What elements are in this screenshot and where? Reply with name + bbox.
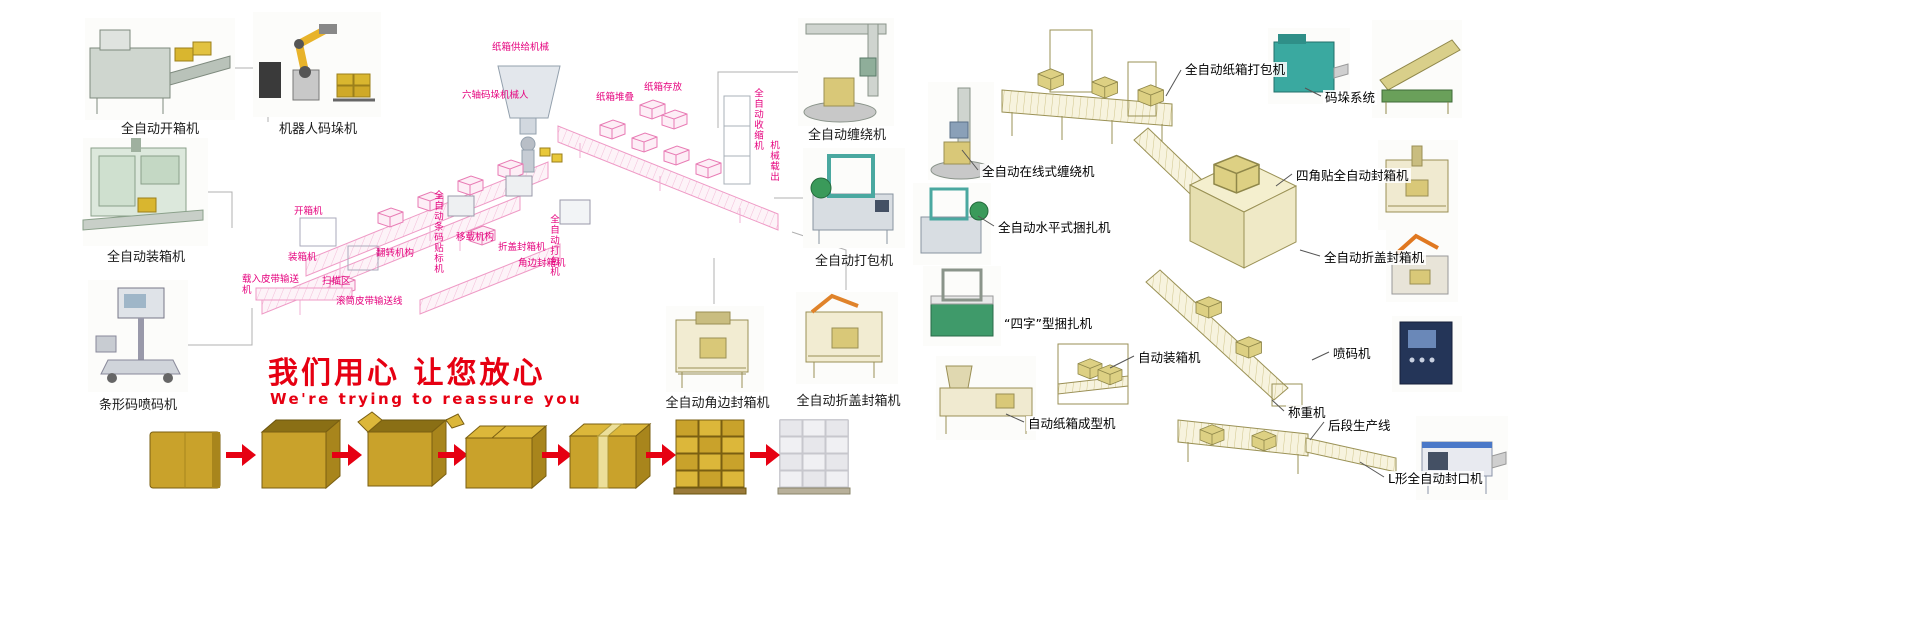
- label-inkjet-coder: 喷码机: [1331, 346, 1373, 361]
- step-flat-blank: [149, 431, 221, 489]
- four-corner-sealer-photo: [1378, 140, 1458, 230]
- auto-case-packer-lineart: [1057, 343, 1129, 405]
- label-robot-palletizer: 机器人码垛机: [278, 122, 357, 137]
- label-four-corner-sealer: 四角贴全自动封箱机: [1294, 168, 1411, 183]
- label-l-sealer: L形全自动封口机: [1386, 471, 1485, 486]
- slogan-chinese: 我们用心 让您放心: [268, 356, 546, 391]
- label-inkjet-printer: 条形码喷码机: [98, 398, 177, 413]
- label-corner-sealer: 全自动角边封箱机: [665, 396, 770, 411]
- label-case-packer: 全自动装箱机: [106, 250, 185, 265]
- corner-sealer-photo: [666, 306, 764, 392]
- label-flap-fold-sealer: 全自动折盖封箱机: [1322, 250, 1427, 265]
- label-online-wrapper: 全自动在线式缠绕机: [980, 164, 1097, 179]
- case-packer-photo: [82, 138, 208, 246]
- dlabel-case-packer: 装箱机: [288, 252, 317, 263]
- label-stretch-wrapper: 全自动缠绕机: [807, 128, 886, 143]
- dlabel-scan-area: 扫描区: [322, 276, 351, 287]
- step-sealed-box: [568, 422, 652, 490]
- flap-sealer-photo: [796, 292, 898, 384]
- robot-palletizer-photo: [253, 12, 381, 117]
- dlabel-corner-sealer: 角边封箱机: [518, 258, 566, 269]
- label-case-opener: 全自动开箱机: [120, 122, 199, 137]
- inkjet-coder-photo: [1392, 316, 1462, 392]
- step-flaps-open: [357, 411, 465, 488]
- horizontal-strapper-photo: [913, 183, 991, 265]
- strapping-machine-photo: [803, 148, 905, 248]
- palletizing-system-photo: [1372, 20, 1462, 118]
- dlabel-flap-sealer: 折盖封箱机: [498, 242, 546, 253]
- right-leader-lines: [961, 69, 1385, 478]
- l-sealer-photo: [1416, 416, 1508, 500]
- dlabel-carton-stacking: 纸箱堆叠: [596, 92, 635, 103]
- dlabel-six-axis-robot: 六轴码垛机械人: [462, 90, 529, 101]
- label-strapping-machine: 全自动打包机: [814, 254, 893, 269]
- carton-former-photo: [936, 356, 1036, 440]
- label-carton-bundler: 全自动纸箱打包机: [1183, 62, 1288, 77]
- box-sequence: [149, 411, 851, 495]
- dlabel-shrink-machine: 全自动收缩机: [752, 88, 763, 151]
- label-weigher: 称重机: [1286, 405, 1328, 420]
- case-opener-photo: [85, 18, 235, 120]
- dlabel-auto-strapper: 全自动打包机: [548, 214, 559, 277]
- label-horizontal-strapper: 全自动水平式捆扎机: [996, 220, 1113, 235]
- sichar-strapper-photo: [923, 266, 1001, 346]
- dlabel-barcode-labeler: 全自动条码贴标机: [432, 190, 443, 274]
- label-backend-line: 后段生产线: [1326, 418, 1393, 433]
- center-line-diagram: [255, 65, 779, 315]
- step-wrapped-pallet: [777, 419, 851, 495]
- label-auto-case-packer: 自动装箱机: [1136, 350, 1203, 365]
- dlabel-case-opener: 开箱机: [294, 206, 323, 217]
- dlabel-carton-storage: 纸箱存放: [644, 82, 683, 93]
- dlabel-transfer-unit: 移载机构: [456, 232, 495, 243]
- dlabel-infeed-belt: 载入皮带输送机: [242, 274, 300, 296]
- stretch-wrapper-photo: [798, 18, 894, 126]
- right-line-diagram: [1001, 29, 1397, 474]
- slogan-english: We're trying to reassure you: [270, 390, 583, 408]
- label-palletizing-system: 码垛系统: [1323, 90, 1378, 105]
- dlabel-carton-supply: 纸箱供给机械: [492, 42, 550, 53]
- left-leader-lines: [188, 67, 847, 346]
- step-pallet-stack: [673, 419, 747, 495]
- label-flap-sealer: 全自动折盖封箱机: [796, 394, 901, 409]
- dlabel-turnover-unit: 翻转机构: [376, 248, 415, 259]
- inkjet-printer-photo: [88, 280, 188, 392]
- dlabel-roller-belt-line: 滚筒皮带输送线: [336, 296, 403, 307]
- step-open-box: [260, 418, 342, 490]
- step-closed-box: [464, 424, 548, 490]
- label-carton-former: 自动纸箱成型机: [1026, 416, 1118, 431]
- label-sichar-strapper: “四字”型捆扎机: [1002, 316, 1094, 331]
- dlabel-machine-out: 机械载出: [768, 140, 779, 182]
